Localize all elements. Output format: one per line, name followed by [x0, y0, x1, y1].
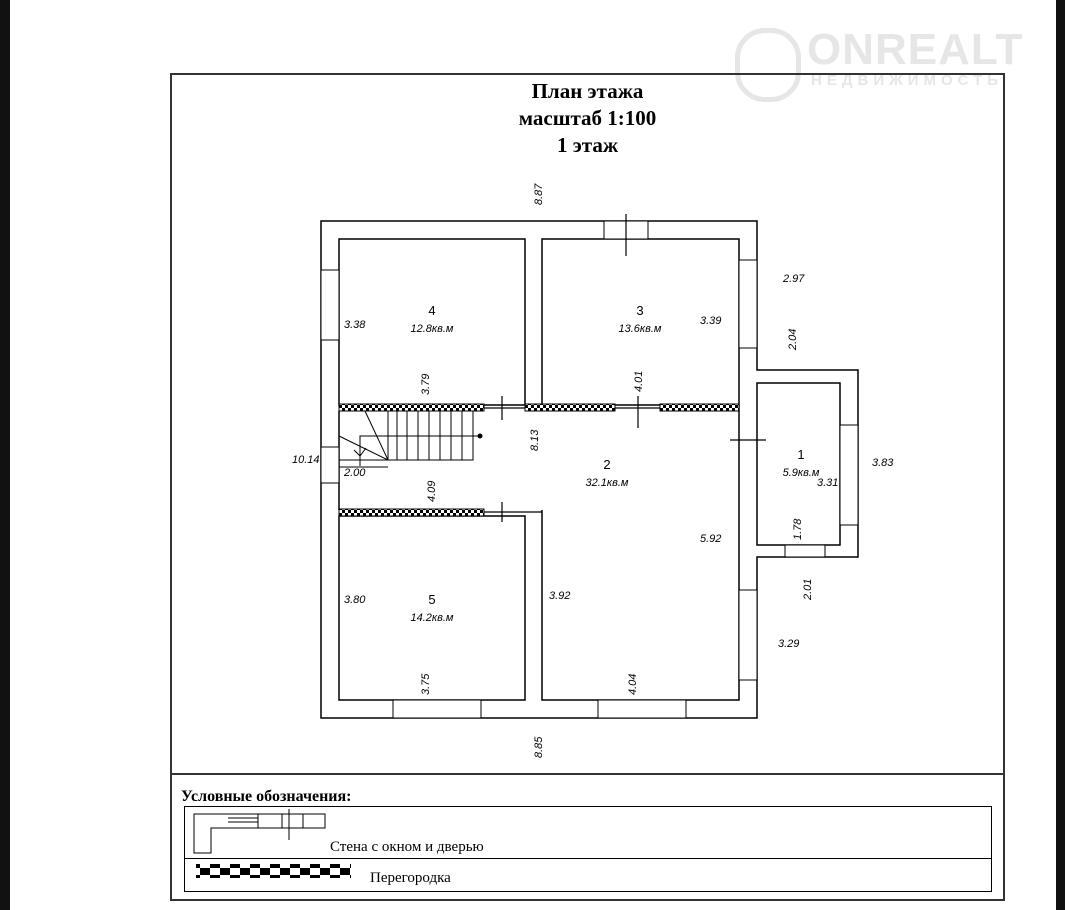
legend-partition-symbol [196, 864, 351, 878]
room-4-number: 4 [428, 303, 435, 318]
room-4-outline [338, 238, 526, 406]
dim-label: 3.29 [778, 638, 799, 650]
title-line-1: План этажа [531, 79, 644, 103]
window [320, 446, 340, 484]
window [392, 699, 482, 719]
room-4-area: 12.8кв.м [411, 323, 454, 335]
dim-label: 2.00 [343, 467, 366, 479]
room-3-number: 3 [636, 303, 643, 318]
dim-label: 4.09 [426, 481, 438, 502]
screen-edge-left [0, 0, 10, 910]
dim-label: 2.97 [782, 273, 805, 285]
room-2-number: 2 [603, 457, 610, 472]
partition [659, 403, 740, 412]
window [320, 269, 340, 341]
window [738, 259, 758, 349]
room-1-area: 5.9кв.м [783, 467, 820, 479]
dim-label: 2.04 [787, 329, 799, 351]
watermark-brand: ONREALT [807, 25, 1024, 74]
screen-edge-right [1056, 0, 1065, 910]
dim-label: 8.13 [529, 429, 541, 451]
windows [320, 220, 859, 719]
plan-frame [170, 73, 1005, 901]
staircase [338, 410, 483, 468]
legend-wall-label: Стена с окном и дверью [330, 839, 484, 855]
window [784, 544, 826, 558]
dimension-labels: 10.14 3.38 3.39 2.97 3.83 3.31 2.00 5.92… [292, 183, 894, 758]
dim-label: 2.01 [802, 579, 814, 601]
legend-box: Стена с окном и дверью Перегородка [184, 806, 992, 892]
room-3-area: 13.6кв.м [619, 323, 662, 335]
room-1-number: 1 [797, 447, 804, 462]
doors [484, 214, 766, 522]
partition [338, 508, 485, 517]
dim-label: 3.92 [549, 590, 570, 602]
dim-label: 4.04 [627, 674, 639, 695]
legend-title: Условные обозначения: [181, 788, 352, 805]
dim-label: 3.38 [344, 319, 366, 331]
house-pin-icon [735, 28, 801, 102]
partition [338, 403, 485, 412]
room-2-outline [541, 405, 740, 701]
dim-label: 3.80 [344, 594, 366, 606]
window [738, 589, 758, 681]
dim-label: 5.92 [700, 533, 721, 545]
legend-wall-symbol [193, 809, 326, 854]
dim-label: 10.14 [292, 454, 320, 466]
title-scale: масштаб 1:100 [518, 106, 657, 130]
frame-divider [170, 773, 1005, 775]
legend-partition-label: Перегородка [370, 870, 451, 886]
title-floor: 1 этаж [556, 133, 619, 157]
dim-label: 4.01 [633, 371, 645, 392]
plan-title: План этажа масштаб 1:100 1 этаж [170, 78, 1005, 159]
dim-label: 3.75 [420, 673, 432, 695]
dim-label: 8.87 [533, 183, 545, 205]
dim-label: 8.85 [533, 736, 545, 758]
room-labels: 4 12.8кв.м 3 13.6кв.м 2 32.1кв.м 1 5.9кв… [411, 303, 820, 624]
dim-label: 3.79 [420, 374, 432, 395]
room-5-number: 5 [428, 592, 435, 607]
dim-label: 3.31 [817, 477, 838, 489]
watermark-sub: НЕДВИЖИМОСТЬ [811, 72, 1004, 89]
partition [524, 403, 616, 412]
room-2-area: 32.1кв.м [586, 477, 629, 489]
legend-row-wall: Стена с окном и дверью [185, 807, 991, 859]
dim-label: 1.78 [792, 518, 804, 540]
window [839, 424, 859, 526]
dim-label: 3.39 [700, 315, 721, 327]
room-5-area: 14.2кв.м [411, 612, 454, 624]
window [597, 699, 687, 719]
dim-label: 3.83 [872, 457, 894, 469]
watermark-logo: ONREALT НЕДВИЖИМОСТЬ [735, 25, 1024, 102]
room-5-outline [338, 515, 526, 701]
